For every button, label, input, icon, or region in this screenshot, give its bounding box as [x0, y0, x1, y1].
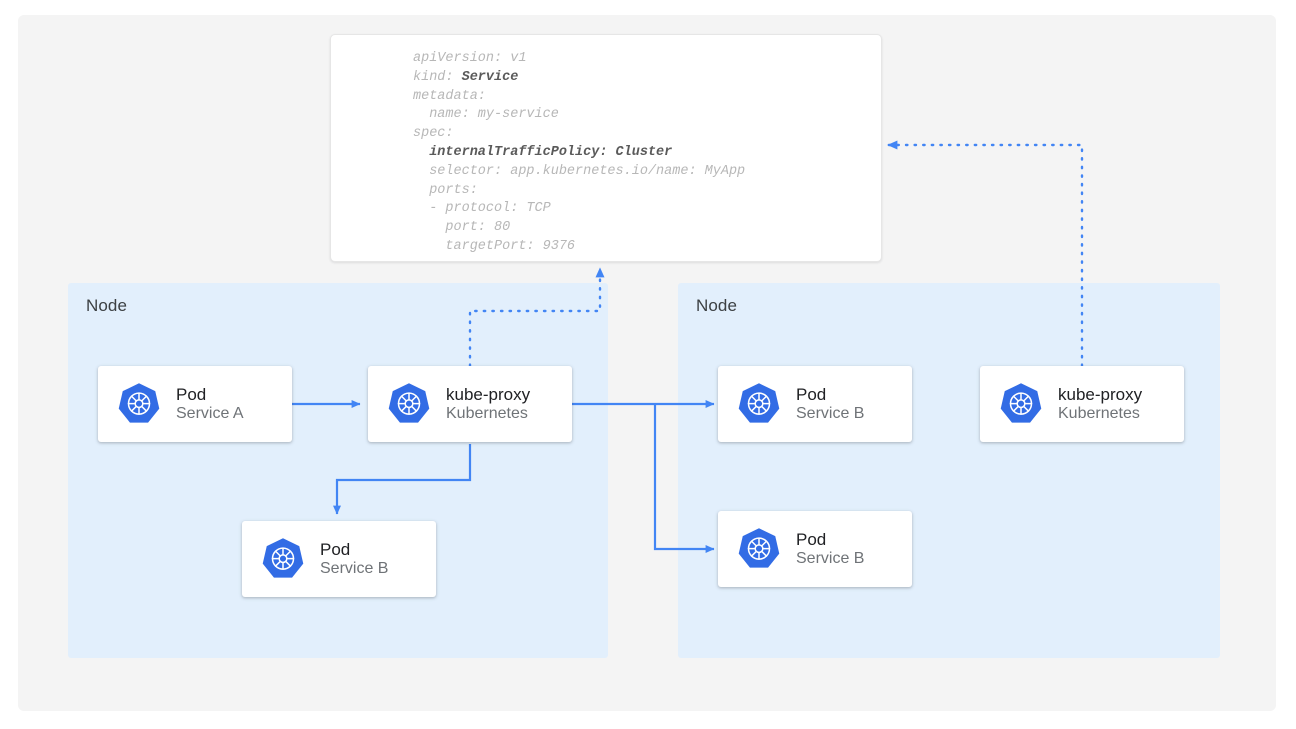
card-subtitle: Kubernetes — [1058, 404, 1140, 422]
card-text: kube-proxy Kubernetes — [446, 385, 530, 424]
card-text: Pod Service A — [176, 385, 244, 424]
card-title: Pod — [796, 384, 827, 404]
node-panel-left — [68, 283, 608, 658]
kubernetes-icon — [1000, 383, 1042, 423]
manifest-line-3: name: my-service — [413, 107, 559, 123]
card-text: Pod Service B — [796, 385, 864, 424]
kubernetes-icon — [738, 528, 780, 568]
card-subtitle: Service A — [176, 404, 244, 422]
card-subtitle: Service B — [796, 549, 865, 567]
card-title: Pod — [176, 384, 207, 404]
card-title: kube-proxy — [1058, 384, 1143, 404]
manifest-line-10: targetPort: 9376 — [413, 238, 576, 254]
card-text: Pod Service B — [320, 540, 388, 579]
kubernetes-icon — [738, 383, 780, 423]
card-text: kube-proxy Kubernetes — [1058, 385, 1142, 424]
card-pod-service-b-left[interactable]: Pod Service B — [242, 521, 436, 597]
service-manifest-text: apiVersion: v1 kind: Service metadata: nam… — [413, 50, 745, 257]
card-title: kube-proxy — [446, 384, 531, 404]
kubernetes-icon — [388, 383, 430, 423]
card-pod-service-a[interactable]: Pod Service A — [98, 366, 292, 442]
manifest-line-8: - protocol: TCP — [413, 201, 551, 217]
manifest-line-5: internalTrafficPolicy: Cluster — [413, 144, 673, 160]
card-pod-service-b-right-bottom[interactable]: Pod Service B — [718, 511, 912, 587]
card-kube-proxy-left[interactable]: kube-proxy Kubernetes — [368, 366, 572, 442]
card-title: Pod — [796, 529, 827, 549]
node-label-right: Node — [696, 296, 738, 315]
card-title: Pod — [320, 539, 351, 559]
manifest-line-6: selector: app.kubernetes.io/name: MyApp — [413, 163, 746, 179]
card-subtitle: Kubernetes — [446, 404, 528, 422]
kubernetes-icon — [262, 538, 304, 578]
kubernetes-icon — [118, 383, 160, 423]
node-label-left: Node — [86, 296, 128, 315]
service-manifest-card: apiVersion: v1 kind: Service metadata: nam… — [330, 34, 882, 262]
manifest-line-0: apiVersion: v1 — [413, 51, 527, 66]
node-panel-right — [678, 283, 1220, 658]
card-subtitle: Service B — [796, 404, 865, 422]
card-text: Pod Service B — [796, 530, 864, 569]
card-pod-service-b-right-top[interactable]: Pod Service B — [718, 366, 912, 442]
card-kube-proxy-right[interactable]: kube-proxy Kubernetes — [980, 366, 1184, 442]
manifest-line-4: spec: — [413, 126, 454, 142]
manifest-line-9: port: 80 — [413, 220, 511, 236]
manifest-line-2: metadata: — [413, 88, 486, 104]
card-subtitle: Service B — [320, 559, 389, 577]
manifest-line-7: ports: — [413, 182, 478, 198]
manifest-line-1: kind: Service — [413, 69, 519, 85]
